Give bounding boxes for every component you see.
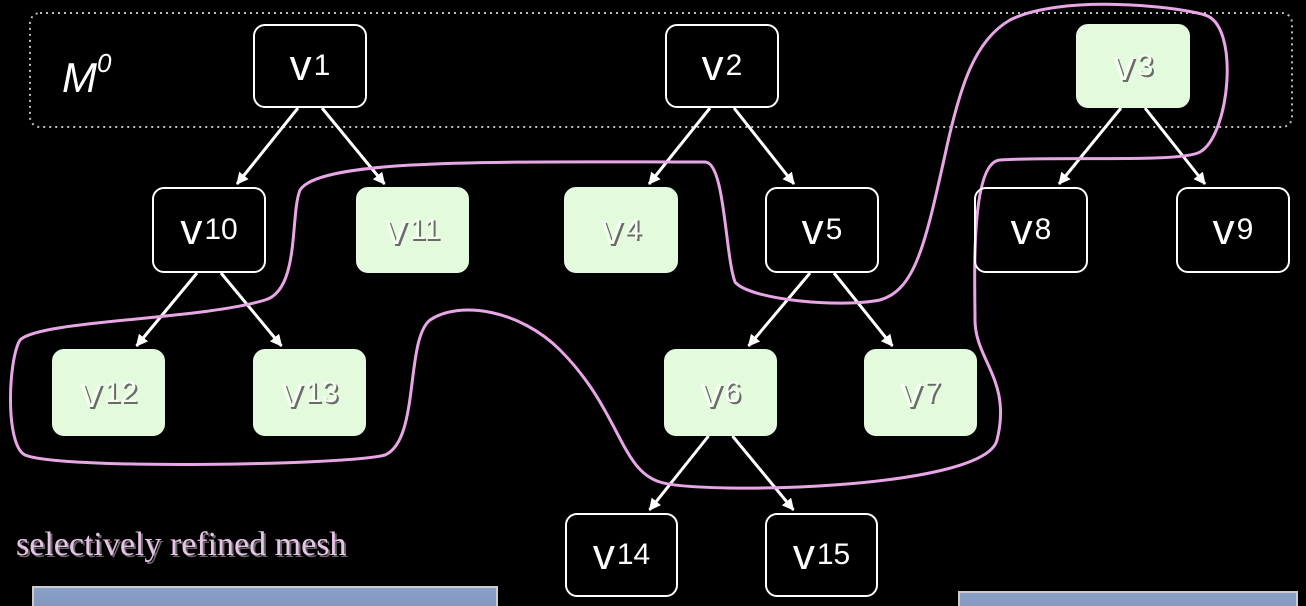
edge-v5-v6: [747, 272, 812, 347]
edge-v2-v5: [732, 107, 796, 185]
selectively-refined-mesh-caption: selectively refined mesh: [16, 526, 347, 563]
edge-v6-v15: [731, 435, 795, 511]
edge-v1-v10: [235, 107, 300, 185]
edge-v10-v13: [219, 272, 283, 347]
edge-v6-v14: [648, 435, 710, 511]
selective-refinement-boundary: [9, 2, 1229, 490]
edge-v5-v7: [832, 272, 894, 347]
base-mesh-box: [29, 12, 1293, 128]
edge-v2-v4: [647, 107, 712, 185]
edge-layer: [135, 107, 1207, 511]
edge-v3-v8: [1057, 107, 1123, 185]
mesh-thumbnail-left: [32, 586, 498, 606]
mesh-thumbnail-right: [958, 591, 1298, 606]
edge-v10-v12: [135, 272, 199, 347]
base-mesh-label: M0: [62, 48, 112, 101]
edge-v3-v9: [1143, 107, 1207, 185]
edge-v1-v11: [320, 107, 386, 185]
